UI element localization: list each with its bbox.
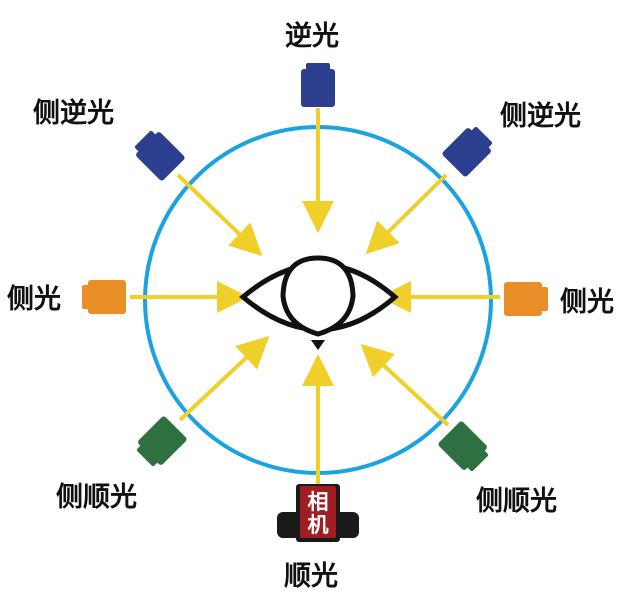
eye-tear-point (311, 340, 325, 350)
light-source-bottom-right (438, 421, 489, 472)
eye-icon (239, 255, 399, 337)
arrow-bottom-right (360, 343, 450, 427)
light-arrows (130, 108, 500, 484)
light-source-top-left (134, 130, 185, 181)
label-front-light: 顺光 (284, 561, 338, 592)
light-source-top-right (442, 126, 493, 177)
arrow-top-right (365, 173, 448, 255)
label-side-front-light-right: 侧顺光 (476, 486, 557, 517)
camera-icon (277, 484, 359, 542)
label-back-light: 逆光 (285, 21, 339, 52)
label-side-light-left: 侧光 (7, 284, 61, 315)
light-source-left (82, 280, 126, 314)
label-side-back-light-left: 侧逆光 (33, 98, 114, 129)
light-source-right (504, 282, 548, 316)
arrow-bottom-left (178, 335, 270, 422)
label-side-back-light-right: 侧逆光 (500, 101, 581, 132)
light-source-top (301, 63, 335, 107)
label-side-front-light-left: 侧顺光 (56, 482, 137, 513)
arrow-top-left (176, 173, 263, 257)
camera-badge-char-2: 机 (308, 513, 329, 537)
camera-badge-char-1: 相 (308, 490, 329, 514)
label-side-light-right: 侧光 (560, 287, 614, 318)
light-source-bottom-left (136, 416, 187, 467)
